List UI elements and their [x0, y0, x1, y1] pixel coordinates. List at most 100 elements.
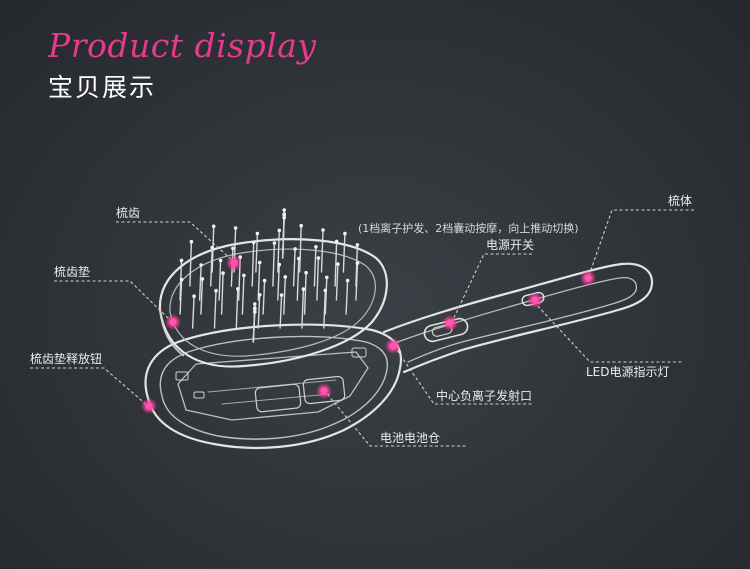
comb-tooth [345, 279, 349, 315]
comb-tooth-tip [277, 228, 282, 233]
comb-tooth [235, 288, 239, 329]
comb-tooth [198, 264, 202, 301]
comb-tooth [324, 276, 328, 315]
comb-tooth-tip [336, 262, 340, 266]
comb-tooth [189, 240, 193, 287]
label-mode-note: (1档离子护发、2档囊动按摩，向上推动切换) [358, 222, 579, 235]
comb-tooth [241, 274, 245, 315]
comb-tooth-tip [218, 258, 223, 263]
comb-tooth-tip [283, 275, 288, 279]
comb-tooth-tip [316, 256, 321, 260]
comb-tooth-tip [355, 261, 360, 265]
comb-tooth [313, 246, 317, 287]
comb-tooth [316, 257, 320, 301]
comb-tooth-tip [301, 287, 306, 291]
comb-teeth [179, 208, 360, 343]
label-comb-pad: 梳齿垫 [54, 265, 91, 279]
comb-tooth-tip [179, 277, 184, 282]
comb-tooth [209, 246, 213, 287]
comb-tooth [296, 257, 300, 301]
comb-tooth-tip [199, 263, 203, 267]
comb-tooth-tip [251, 240, 256, 245]
comb-tooth-tip [200, 277, 205, 281]
comb-tooth [277, 263, 280, 301]
hotspots [141, 255, 596, 414]
comb-tooth-tip [299, 223, 304, 228]
title-english: Product display [48, 26, 317, 65]
comb-tooth-tip [282, 213, 287, 217]
comb-tooth [251, 241, 255, 287]
comb-tooth-tip [282, 215, 287, 220]
comb-tooth-tip [211, 224, 216, 229]
comb-pad [158, 238, 388, 368]
comb-tooth [323, 289, 326, 329]
comb-tooth-tip [253, 302, 257, 306]
comb-tooth [334, 240, 338, 287]
comb-tooth-tip [242, 273, 246, 278]
label-comb-body: 梳体 [668, 194, 693, 208]
comb-tooth-tip [255, 231, 260, 236]
comb-tooth-tip [334, 239, 339, 244]
comb-tooth [262, 279, 266, 315]
comb-tooth [272, 242, 276, 287]
comb-tooth-tip [233, 226, 238, 230]
comb-tooth [355, 262, 359, 301]
comb-tooth [303, 272, 307, 315]
comb-tooth [218, 259, 222, 301]
comb-tooth [200, 278, 204, 315]
comb-tooth-tip [236, 287, 240, 291]
comb-tooth [257, 294, 261, 329]
label-led-indicator: LED电源指示灯 [586, 365, 670, 379]
comb-tooth [335, 263, 339, 301]
comb-tooth-tip [323, 288, 328, 293]
comb-tooth-tip [343, 231, 347, 236]
comb-tooth [301, 288, 305, 329]
comb-tooth [191, 295, 195, 329]
comb-tooth-tip [325, 275, 329, 280]
label-pad-release-button: 梳齿垫释放钮 [30, 352, 103, 366]
comb-tooth-tip [282, 208, 287, 212]
comb-tooth-tip [214, 288, 218, 293]
comb-tooth-tip [257, 260, 262, 265]
label-comb-teeth: 梳齿 [116, 206, 141, 220]
comb-tooth [179, 279, 183, 315]
label-ion-outlet: 中心负离子发射口 [436, 389, 533, 403]
comb-tooth [320, 229, 324, 273]
title-chinese: 宝贝展示 [48, 73, 157, 102]
comb-tooth-tip [189, 239, 194, 244]
comb-tooth-tip [210, 245, 214, 250]
comb-tooth-tip [192, 294, 196, 299]
comb-tooth-tip [304, 270, 308, 275]
label-battery-compartment: 电池电池仓 [380, 431, 441, 445]
comb-tooth [292, 248, 296, 287]
comb-tooth [255, 232, 259, 273]
comb-tooth-tip [257, 293, 262, 297]
comb-tooth-tip [179, 258, 184, 263]
label-power-switch: 电源开关 [486, 238, 535, 252]
comb-tooth-tip [355, 243, 360, 247]
comb-tooth-tip [272, 241, 277, 245]
comb-tooth [299, 224, 302, 273]
comb-tooth [279, 294, 283, 329]
comb-tooth-tip [297, 256, 301, 261]
brush-base [144, 323, 403, 450]
comb-tooth-tip [314, 245, 318, 249]
comb-tooth [211, 225, 215, 273]
comb-tooth-tip [293, 247, 297, 251]
comb-tooth [282, 216, 285, 259]
comb-tooth-tip [231, 246, 235, 251]
comb-tooth [213, 290, 217, 329]
comb-tooth [252, 311, 256, 343]
callout-lines [30, 209, 694, 447]
comb-tooth-tip [262, 278, 267, 283]
comb-tooth-tip [221, 271, 225, 275]
comb-tooth-tip [277, 262, 282, 267]
comb-tooth-tip [345, 278, 350, 283]
comb-tooth [342, 232, 346, 273]
comb-tooth-tip [253, 306, 257, 310]
comb-tooth-tip [279, 293, 284, 297]
comb-tooth [220, 272, 224, 315]
brush-handle [382, 262, 654, 374]
comb-tooth [283, 276, 286, 315]
